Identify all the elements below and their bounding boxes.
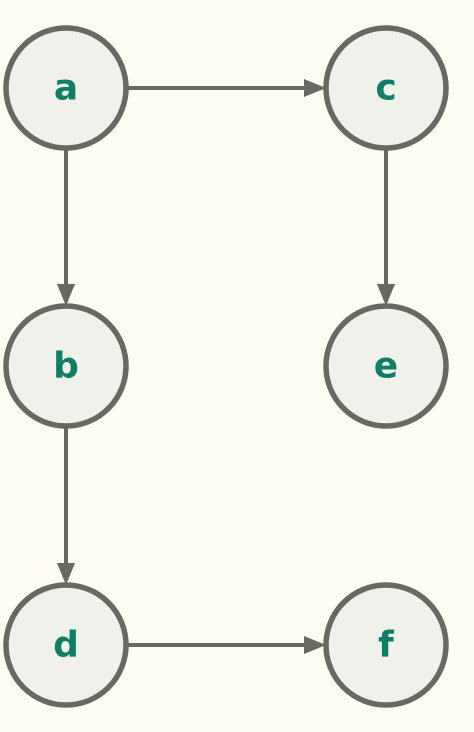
arrowhead-icon — [377, 284, 395, 306]
node-b: b — [3, 303, 129, 429]
node-circle — [3, 582, 129, 708]
arrowhead-icon — [304, 636, 326, 654]
node-label: c — [375, 68, 396, 109]
node-circle — [323, 582, 449, 708]
edge-a-b — [57, 148, 75, 306]
node-circle — [3, 303, 129, 429]
node-c: c — [323, 25, 449, 151]
nodes-layer: a c b e d f — [3, 25, 449, 708]
edge-d-f — [126, 636, 326, 654]
edge-a-c — [126, 79, 326, 97]
node-d: d — [3, 582, 129, 708]
node-label: a — [54, 68, 78, 109]
edges-layer — [57, 79, 395, 654]
node-circle — [323, 25, 449, 151]
node-label: d — [53, 625, 79, 666]
node-label: f — [378, 625, 394, 666]
edge-c-e — [377, 148, 395, 306]
node-e: e — [323, 303, 449, 429]
arrowhead-icon — [57, 284, 75, 306]
node-label: b — [53, 346, 79, 387]
node-label: e — [374, 346, 398, 387]
edge-b-d — [57, 426, 75, 585]
node-circle — [323, 303, 449, 429]
arrowhead-icon — [304, 79, 326, 97]
node-circle — [3, 25, 129, 151]
node-a: a — [3, 25, 129, 151]
node-f: f — [323, 582, 449, 708]
arrowhead-icon — [57, 563, 75, 585]
